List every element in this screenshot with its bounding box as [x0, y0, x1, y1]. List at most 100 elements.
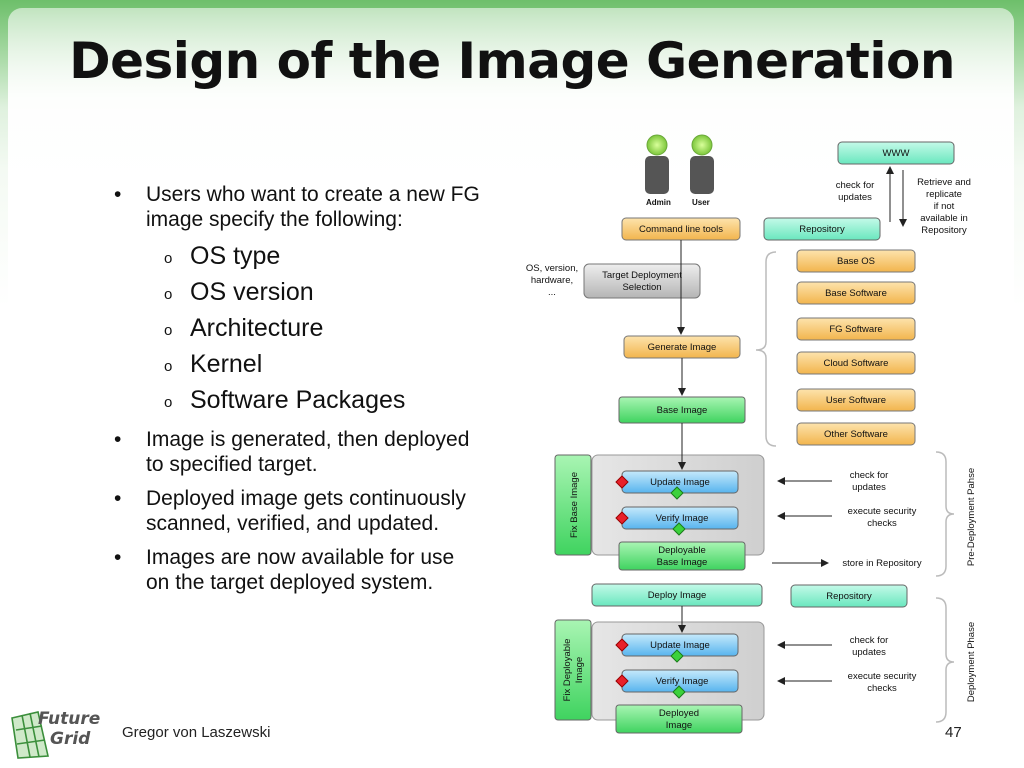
software-layer-fg-software: FG Software — [796, 317, 916, 341]
deployed-image-label: Image — [666, 720, 692, 731]
side-security-label: checks — [867, 683, 897, 694]
command-line-tools-box: Command line tools — [621, 217, 741, 241]
generate-image-label: Generate Image — [648, 342, 717, 353]
bullet-marker: • — [114, 487, 122, 510]
os-version-label: OS, version, — [526, 263, 578, 274]
software-layer-label: Other Software — [824, 429, 888, 440]
software-layer-label: Base OS — [837, 256, 875, 267]
bullet-item: •Deployed image gets continuously scanne… — [112, 486, 482, 536]
green-diamond-icon — [670, 486, 684, 500]
red-diamond-icon — [615, 475, 629, 489]
repository-label: Repository — [799, 224, 845, 235]
deployed-image-label: Deployed — [659, 708, 699, 719]
green-diamond-icon — [672, 522, 686, 536]
deployable-base-image-label: Deployable — [658, 545, 706, 556]
admin-label: Admin — [646, 198, 671, 207]
bullet-item: • Users who want to create a new FG image… — [112, 182, 482, 232]
deployment-brace — [935, 597, 955, 723]
bullet-marker: • — [114, 428, 122, 451]
sub-bullet-text: Architecture — [190, 314, 324, 342]
check-updates-label: updates — [838, 192, 872, 203]
retrieve-label: available in — [920, 213, 968, 224]
fix-deployable-image-box: Fix Deployable Image — [554, 619, 592, 721]
fix-base-image-box: Fix Base Image — [554, 454, 592, 556]
target-deployment-label: Target Deployment — [602, 270, 682, 281]
grid-mesh-icon — [11, 711, 49, 759]
admin-person-icon — [645, 134, 669, 194]
retrieve-label: Repository — [921, 225, 967, 236]
update-image-label: Update Image — [650, 640, 710, 651]
footer-author: Gregor von Laszewski — [122, 724, 271, 741]
verify-image-label: Verify Image — [656, 676, 709, 687]
fix-base-image-label: Fix Base Image — [569, 472, 580, 538]
bullet-marker: • — [114, 183, 122, 206]
sub-bullet-item: o OS type — [112, 241, 482, 271]
os-version-label: hardware, — [531, 275, 573, 286]
futuregrid-logo: Future Grid — [11, 709, 100, 759]
logo-word-future: Future — [38, 709, 100, 729]
store-in-repository-label: store in Repository — [842, 558, 921, 569]
side-check-updates-label: updates — [852, 482, 886, 493]
sub-bullet-text: OS type — [190, 242, 281, 270]
base-image-box: Base Image — [618, 396, 746, 424]
sub-bullet-item: o OS version — [112, 277, 482, 307]
side-check-updates-label: check for — [850, 635, 889, 646]
fix-deployable-image-label: Image — [574, 657, 585, 683]
update-image-label: Update Image — [650, 477, 710, 488]
side-check-updates-label: check for — [850, 470, 889, 481]
command-line-tools-label: Command line tools — [639, 224, 723, 235]
red-diamond-icon — [615, 638, 629, 652]
sub-bullet-item: o Architecture — [112, 313, 482, 343]
target-deployment-box: Target Deployment Selection — [583, 263, 701, 299]
green-diamond-icon — [670, 649, 684, 663]
www-label: WWW — [883, 148, 910, 159]
bullet-item: • Image is generated, then deployed to sp… — [112, 427, 482, 477]
software-layer-label: FG Software — [829, 324, 882, 335]
sub-bullet-marker: o — [164, 250, 173, 267]
sub-bullet-marker: o — [164, 394, 173, 411]
green-diamond-icon — [672, 685, 686, 699]
deployable-base-image-box: Deployable Base Image — [618, 541, 746, 571]
deployable-base-image-label: Base Image — [657, 557, 708, 568]
software-layer-cloud-software: Cloud Software — [796, 351, 916, 375]
software-layer-other-software: Other Software — [796, 422, 916, 446]
bullet-text: Users who want to create a new FG image … — [146, 183, 480, 231]
sub-bullet-marker: o — [164, 358, 173, 375]
bullet-text: Images are now available for use on the … — [146, 546, 455, 594]
repository-box-2: Repository — [790, 584, 908, 608]
retrieve-label: if not — [934, 201, 955, 212]
red-diamond-icon — [615, 674, 629, 688]
bullet-item: • Images are now available for use on the… — [112, 545, 482, 595]
sub-bullet-text: OS version — [190, 278, 314, 306]
os-version-label: ... — [548, 287, 556, 298]
verify-image-label: Verify Image — [656, 513, 709, 524]
repository-box: Repository — [763, 217, 881, 241]
software-layer-base-os: Base OS — [796, 249, 916, 273]
retrieve-label: replicate — [926, 189, 962, 200]
sub-bullet-marker: o — [164, 322, 173, 339]
side-security-label: execute security — [848, 506, 917, 517]
deploy-image-label: Deploy Image — [648, 590, 707, 601]
software-layer-label: User Software — [826, 395, 886, 406]
logo-word-grid: Grid — [50, 729, 91, 749]
side-security-label: checks — [867, 518, 897, 529]
page-number: 47 — [945, 724, 962, 741]
software-layer-label: Base Software — [825, 288, 887, 299]
software-layer-user-software: User Software — [796, 388, 916, 412]
bullet-text: Image is generated, then deployed to spe… — [146, 428, 470, 476]
deploy-image-box: Deploy Image — [591, 583, 763, 607]
sub-bullet-marker: o — [164, 286, 173, 303]
user-person-icon — [690, 134, 714, 194]
side-security-label: execute security — [848, 671, 917, 682]
sub-bullet-text: Kernel — [190, 350, 263, 378]
target-deployment-label: Selection — [622, 282, 661, 293]
slide-title: Design of the Image Generation — [69, 32, 955, 90]
deployed-image-box: Deployed Image — [615, 704, 743, 734]
generate-image-box: Generate Image — [623, 335, 741, 359]
check-updates-label: check for — [836, 180, 875, 191]
pre-deployment-brace — [935, 451, 955, 577]
deployment-phase-label: Deployment Phase — [966, 622, 977, 702]
pre-deployment-phase-label: Pre-Deployment Pahse — [966, 468, 977, 566]
repository-label: Repository — [826, 591, 872, 602]
bullet-marker: • — [114, 546, 122, 569]
